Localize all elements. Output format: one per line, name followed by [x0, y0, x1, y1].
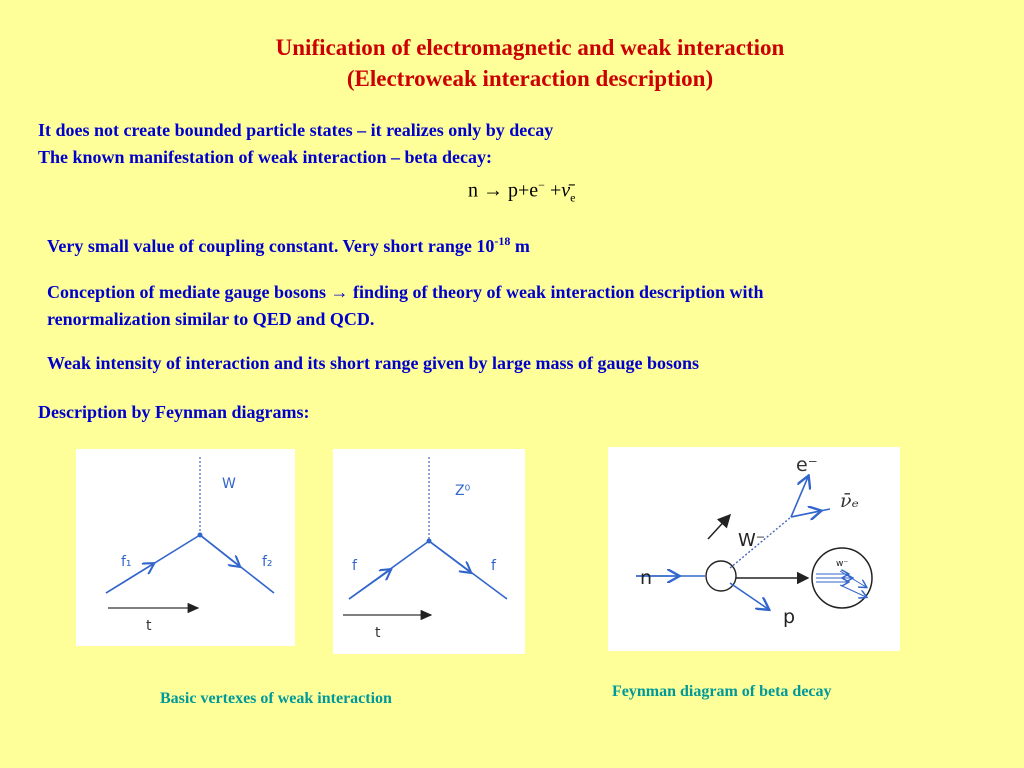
caption-basic-vertexes: Basic vertexes of weak interaction [160, 690, 392, 707]
formula-nu-sub: e [570, 190, 576, 205]
conception-line2: renormalization similar to QED and QCD. [47, 309, 375, 329]
z-vertex-diagram: Z⁰ f f t [333, 449, 525, 654]
inset-boson-label: w⁻ [836, 559, 848, 569]
title-line2: (Electroweak interaction description) [346, 66, 714, 91]
formula-arrow: → [483, 179, 503, 202]
feynman-heading: Description by Feynman diagrams: [38, 402, 310, 422]
formula-p: p [508, 179, 518, 202]
inset-circle [811, 547, 873, 609]
coupling-text: Very small value of coupling constant. V… [47, 228, 530, 260]
title-line1: Unification of electromagnetic and weak … [275, 35, 785, 60]
formula-nu: ν̄ [561, 179, 571, 202]
electron-label: e⁻ [796, 454, 818, 476]
boson-label: Z⁰ [455, 483, 471, 499]
time-label: t [146, 618, 152, 634]
coupling-exponent: -18 [494, 234, 511, 248]
beta-decay-formula: n → p+e− +ν̄e [468, 178, 575, 206]
intro-line2: The known manifestation of weak interact… [38, 147, 492, 167]
momentum-arrow [707, 513, 732, 540]
intro-text: It does not create bounded particle stat… [38, 117, 553, 171]
formula-e-sup: − [538, 178, 545, 192]
conception-text: Conception of mediate gauge bosons → fin… [47, 279, 764, 333]
nucleon-vertex-circle [705, 560, 737, 592]
formula-e: e [529, 179, 539, 202]
fermion-out-label: f [491, 558, 497, 574]
conception-line1: Conception of mediate gauge bosons → fin… [47, 282, 764, 302]
coupling-main: Very small value of coupling constant. V… [47, 236, 495, 256]
w-boson-label: W⁻ [738, 530, 765, 551]
fermion-out-label: f₂ [262, 554, 273, 570]
slide-title: Unification of electromagnetic and weak … [0, 32, 1024, 94]
fermion-in-label: f₁ [121, 554, 132, 570]
coupling-unit: m [510, 236, 530, 256]
beta-decay-diagram: e⁻ ν̄ₑ W⁻ n p w⁻ [608, 447, 900, 651]
antineutrino-label: ν̄ₑ [840, 490, 859, 512]
weak-intensity-text: Weak intensity of interaction and its sh… [47, 353, 700, 373]
w-boson-line [729, 516, 792, 569]
neutron-label: n [640, 567, 652, 589]
proton-line [729, 582, 768, 609]
boson-label: W [222, 476, 236, 492]
formula-plus2: + [549, 179, 562, 202]
time-label: t [375, 625, 381, 641]
formula-n: n [468, 179, 478, 202]
w-vertex-diagram: W f₁ f₂ t [76, 449, 295, 646]
electron-line [790, 477, 808, 518]
intro-line1: It does not create bounded particle stat… [38, 120, 554, 140]
formula-plus1: + [518, 179, 530, 202]
caption-beta-decay: Feynman diagram of beta decay [612, 683, 832, 700]
fermion-in-label: f [352, 558, 358, 574]
proton-label: p [783, 606, 795, 628]
